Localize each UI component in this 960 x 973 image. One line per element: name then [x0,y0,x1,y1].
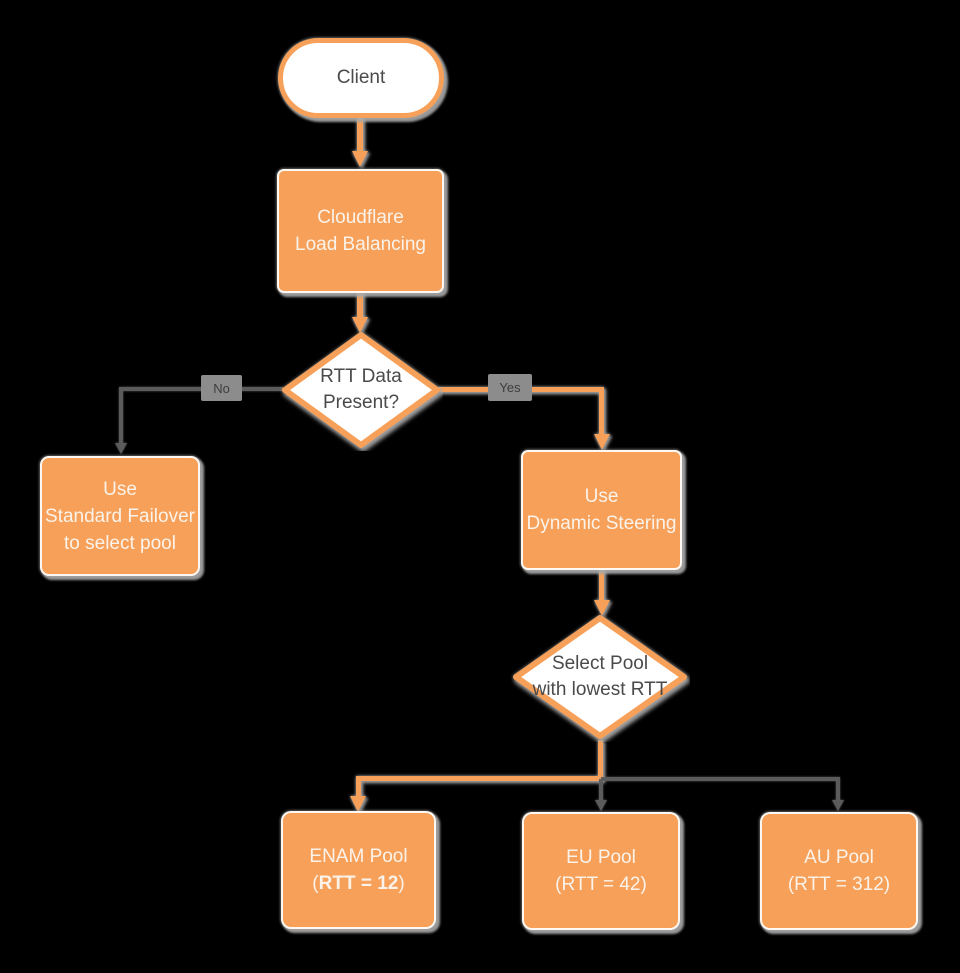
no-edge-label-text: No [213,380,230,396]
au-pool-line1: AU Pool [804,847,874,868]
arrowhead-down-icon [595,800,607,811]
diamond-polygon [513,615,687,739]
enam-pool-line1: ENAM Pool [309,846,408,867]
edge-segment [836,777,840,801]
arrowhead-down-icon [594,434,610,450]
yes-edge-label: Yes [488,374,532,401]
edge-segment [599,779,603,801]
edge-segment [357,116,363,154]
eu-pool-line1: EU Pool [566,847,636,868]
select-pool-line1: Select Pool [551,653,649,674]
dynamic-steering-line2: Dynamic Steering [526,513,677,534]
arrowhead-down-icon [115,443,127,454]
standard-failover-line2: Standard Failover [45,505,195,527]
select-pool-diamond: Select Pool with lowest RTT [510,612,690,742]
standard-failover-line3: to select pool [64,532,176,554]
rtt-decision-line2: Present? [322,392,400,413]
enam-rtt-open-paren: ( [312,873,319,894]
rtt-decision-diamond: RTT Data Present? [279,329,443,451]
dynamic-steering-line1: Use [584,486,619,507]
arrowhead-down-icon [352,317,368,333]
select-pool-text: Select Pool with lowest RTT [510,612,690,742]
edge-segment [356,776,361,798]
client-label: Client [336,67,386,88]
rtt-decision-text: RTT Data Present? [279,329,443,451]
enam-rtt-value: RTT = 12 [318,873,399,894]
eu-pool-node: EU Pool (RTT = 42) [522,812,680,930]
arrowhead-down-icon [352,151,368,167]
client-node: Client [278,38,444,118]
no-edge-label: No [201,375,242,401]
enam-pool-node: ENAM Pool (RTT = 12) [281,811,436,929]
cloudflare-lb-line1: Cloudflare [317,207,404,228]
enam-pool-line2: (RTT = 12) [312,870,404,897]
arrowhead-down-icon [832,800,844,811]
cloudflare-lb-node: Cloudflare Load Balancing [277,169,444,293]
select-pool-line2: with lowest RTT [532,679,668,700]
arrowhead-down-icon [350,796,366,812]
edge-segment [599,568,604,602]
arrowhead-down-icon [594,600,610,616]
yes-edge-label-text: Yes [499,380,521,395]
au-pool-node: AU Pool (RTT = 312) [760,812,918,930]
au-pool-line2: (RTT = 312) [787,874,891,895]
dynamic-steering-node: Use Dynamic Steering [521,450,682,570]
edge-segment [356,776,603,781]
standard-failover-line1: Use [103,478,137,500]
edge-segment [598,740,603,778]
diamond-shape [282,332,440,448]
eu-pool-line2: (RTT = 42) [555,874,647,895]
edge-segment [119,387,123,444]
edge-segment [601,777,838,781]
edge-segment [599,387,604,436]
cloudflare-lb-line2: Load Balancing [295,234,426,255]
edge-segment [357,291,363,319]
enam-rtt-close-paren: ) [398,873,405,894]
diamond-shape [513,615,687,739]
rtt-decision-line1: RTT Data [320,366,402,387]
standard-failover-node: Use Standard Failover to select pool [40,456,200,576]
diamond-polygon [282,332,440,448]
